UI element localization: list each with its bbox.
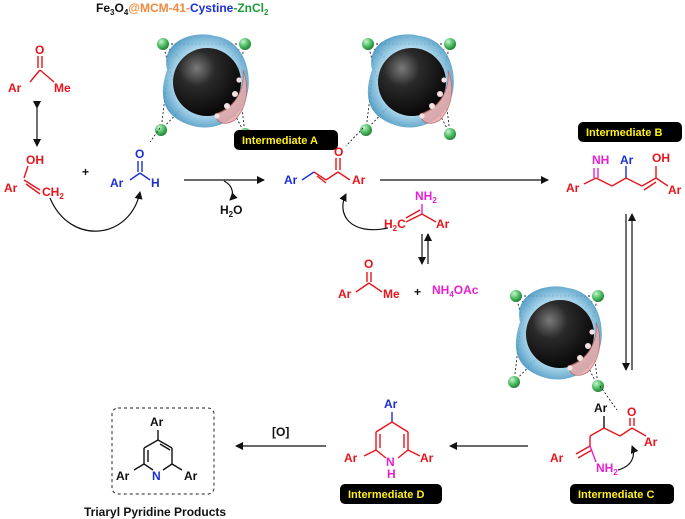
product-caption: Triaryl Pyridine Products: [84, 505, 226, 519]
intermediate-b-label-box: [578, 122, 682, 142]
enol: OH Ar CH2: [4, 153, 64, 201]
catalyst-link-intermediate-a: [345, 127, 364, 147]
svg-text:Ar: Ar: [384, 397, 398, 411]
svg-text:Ar: Ar: [4, 181, 18, 195]
water-label: H2O: [220, 203, 242, 219]
svg-text:Me: Me: [54, 81, 71, 95]
intermediate-c-label: Intermediate C: [578, 489, 654, 501]
svg-text:Ar: Ar: [668, 183, 682, 197]
svg-text:Me: Me: [383, 287, 400, 301]
svg-text:O: O: [334, 145, 343, 159]
svg-text:H: H: [151, 176, 160, 190]
intermediate-d-label-box: [340, 484, 442, 504]
svg-text:O: O: [627, 405, 636, 419]
intermediate-c-label-box: [570, 484, 674, 504]
svg-text:OH: OH: [26, 153, 44, 167]
svg-text:Ar: Ar: [620, 153, 634, 167]
svg-text:N: N: [386, 455, 395, 469]
svg-text:Ar: Ar: [644, 435, 658, 449]
svg-text:Ar: Ar: [284, 173, 298, 187]
intermediate-b-label: Intermediate B: [586, 127, 662, 139]
acetophenone-top: O Ar Me: [8, 43, 71, 95]
svg-text:Ar: Ar: [550, 451, 564, 465]
svg-text:O: O: [135, 147, 144, 161]
triaryl-pyridine-structure: Ar N Ar Ar: [116, 415, 198, 483]
intermediate-b-structure: NH Ar OH Ar Ar: [566, 151, 682, 197]
svg-text:Ar: Ar: [420, 451, 434, 465]
svg-text:Ar: Ar: [150, 415, 164, 429]
product-box: [111, 407, 215, 495]
svg-text:NH2: NH2: [415, 189, 437, 205]
svg-text:Ar: Ar: [110, 176, 124, 190]
svg-text:OH: OH: [652, 151, 670, 165]
intermediate-c-structure: Ar O Ar Ar NH2: [550, 401, 658, 477]
plus-sign-1: +: [82, 165, 89, 179]
curved-arrow-michael: [339, 193, 389, 231]
plus-sign-2: +: [414, 285, 421, 299]
curved-arrow-aldol: [49, 191, 143, 232]
catalyst-nanoparticle-1: [154, 33, 252, 141]
catalyst-link-aldehyde: [149, 127, 161, 143]
intermediate-a-label: Intermediate A: [242, 135, 318, 147]
svg-text:O: O: [35, 43, 44, 57]
svg-text:N: N: [152, 469, 161, 483]
curved-arrow-cyclization: [617, 445, 639, 471]
intermediate-a-label-box: [234, 130, 338, 150]
svg-text:Ar: Ar: [184, 469, 198, 483]
intermediate-d-label: Intermediate D: [348, 489, 424, 501]
svg-text:Ar: Ar: [436, 217, 450, 231]
svg-text:Ar: Ar: [566, 181, 580, 195]
catalyst-link-intermediate-c: [599, 385, 618, 411]
enamine: NH2 H2C Ar: [384, 189, 450, 233]
svg-text:NH2: NH2: [596, 461, 618, 477]
catalyst-nanoparticle-2: [359, 33, 457, 141]
catalyst-nanoparticle-3: [507, 285, 605, 393]
svg-text:CH2: CH2: [42, 185, 64, 201]
aldehyde: O Ar H: [110, 147, 160, 190]
svg-text:H2C: H2C: [384, 217, 406, 233]
svg-text:H: H: [387, 467, 396, 481]
svg-text:Ar: Ar: [338, 287, 352, 301]
svg-text:Ar: Ar: [352, 173, 366, 187]
svg-text:Ar: Ar: [116, 469, 130, 483]
svg-text:NH: NH: [592, 153, 609, 167]
ammonium-acetate: NH4OAc: [432, 283, 479, 299]
svg-text:O: O: [364, 257, 373, 271]
intermediate-d-structure: Ar N H Ar Ar: [344, 397, 434, 481]
svg-text:Ar: Ar: [594, 401, 608, 415]
water-loss-arrow: [223, 180, 238, 201]
svg-text:Ar: Ar: [8, 81, 22, 95]
svg-text:Ar: Ar: [344, 451, 358, 465]
intermediate-a-structure: Ar O Ar: [284, 145, 366, 187]
oxidant-label: [O]: [272, 425, 289, 439]
acetophenone-bottom: O Ar Me: [338, 257, 400, 301]
catalyst-title: Fe3O4@MCM-41-Cystine-ZnCl2: [96, 1, 269, 17]
